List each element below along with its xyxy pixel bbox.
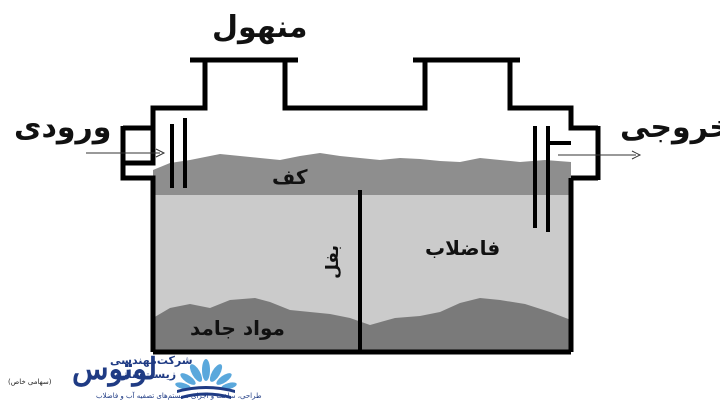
baffle-label: بفل (322, 245, 343, 279)
outlet-arrowhead (631, 150, 642, 160)
logo-name: لوتوس (72, 352, 158, 387)
logo-tagline: طراحی، ساخت و اجرای سیستم‌های تصفیه آب و… (96, 392, 262, 400)
inlet-label: ورودی (14, 110, 112, 145)
company-logo: لوتوس شرکت‌مهندسی زیست‌سازه (سهامی خاص) … (0, 352, 262, 405)
scum-label: کف (272, 165, 308, 189)
logo-company-name: زیست‌سازه (115, 368, 177, 381)
outlet-label: خروجی (620, 110, 720, 145)
lotus-flower-icon (175, 359, 237, 399)
manhole-label: منهول (212, 10, 308, 45)
logo-subtitle: (سهامی خاص) (8, 378, 52, 386)
inlet-arrowhead (155, 148, 166, 158)
wastewater-label: فاضلاب (425, 236, 501, 260)
solids-label: مواد جامد (190, 316, 285, 340)
logo-company-type: شرکت‌مهندسی (110, 354, 193, 367)
scum-layer (153, 153, 571, 195)
